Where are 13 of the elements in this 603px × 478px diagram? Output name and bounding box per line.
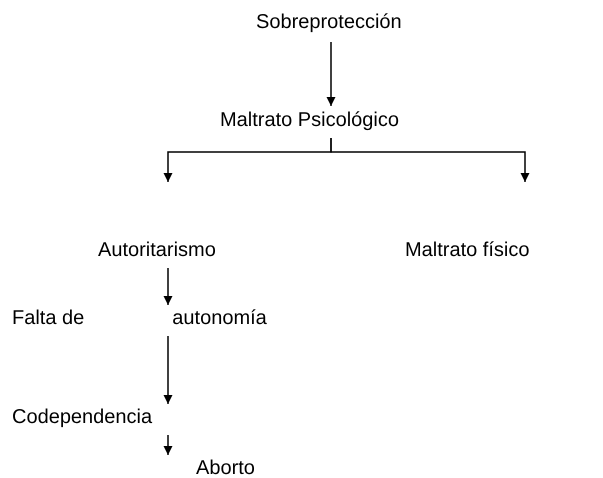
node-text: Aborto (196, 456, 255, 478)
arrow (164, 435, 172, 455)
arrow (330, 138, 530, 182)
node-text: Maltrato físico (405, 238, 530, 262)
node-text: Falta de (12, 306, 84, 330)
arrow (164, 268, 172, 305)
arrow (164, 336, 172, 404)
node-text: Codependencia (12, 405, 152, 429)
node-text: Autoritarismo (98, 238, 216, 262)
node-text: Maltrato Psicológico (220, 108, 399, 132)
arrow (326, 42, 336, 106)
node-text: autonomía (172, 306, 267, 330)
node-text: Sobreprotección (256, 10, 402, 34)
